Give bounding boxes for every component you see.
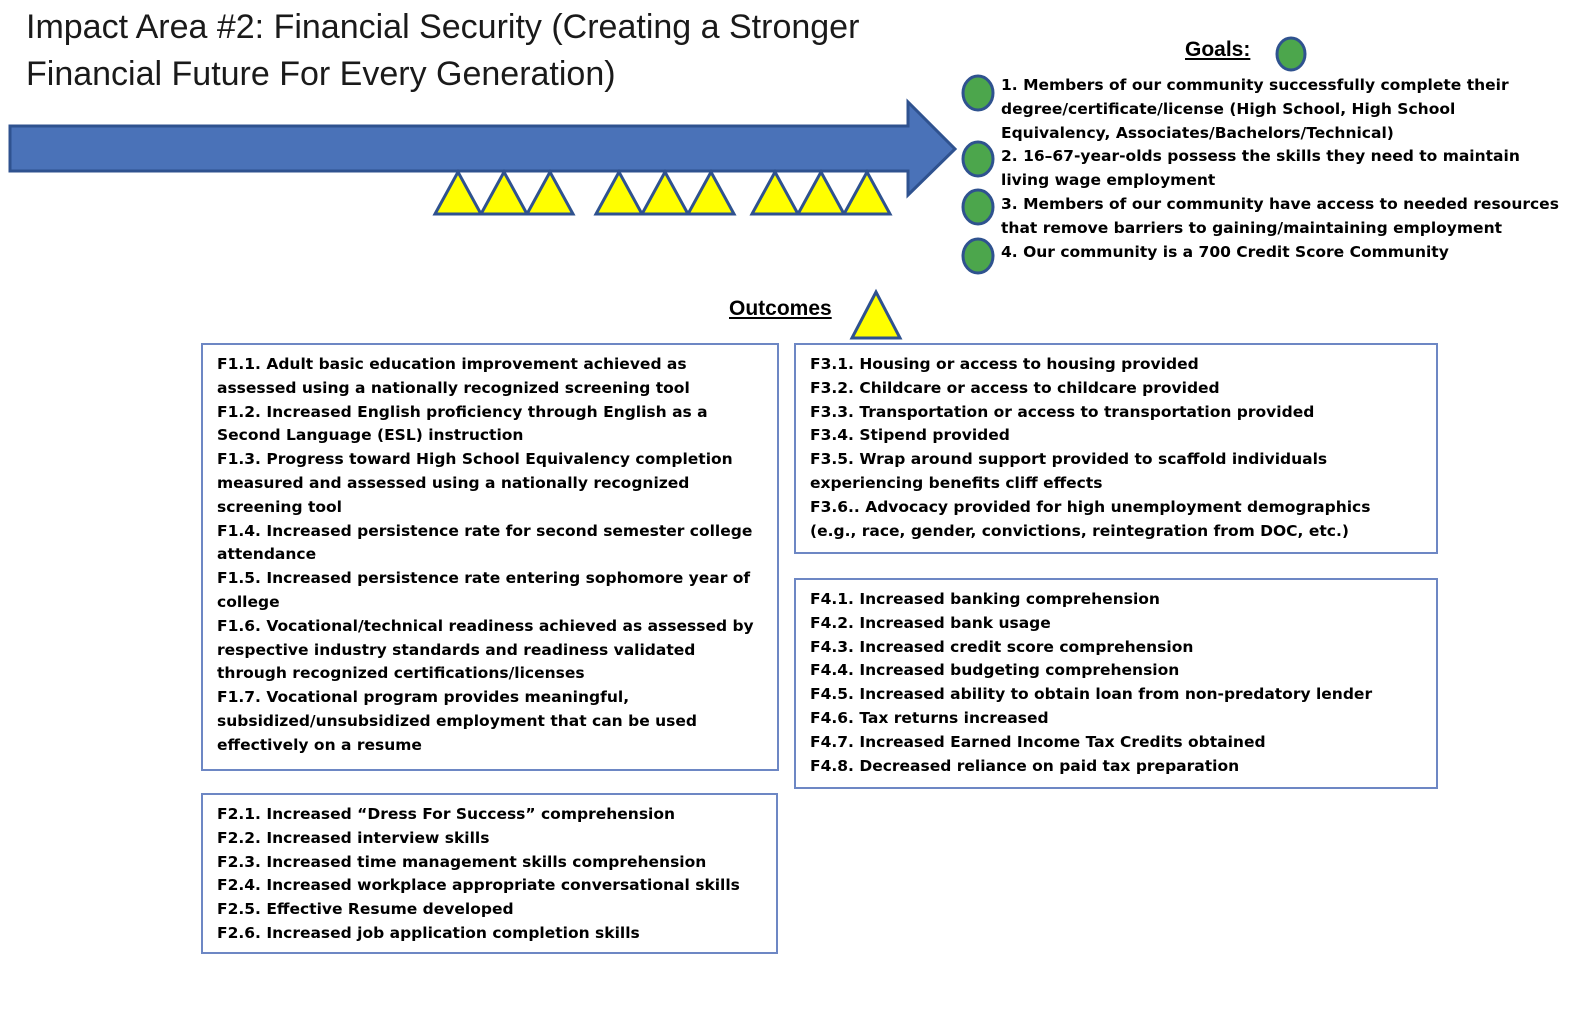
goal-item: 2. 16–67-year-olds possess the skills th…: [1001, 147, 1520, 190]
goal-3-circle-icon: [961, 188, 995, 226]
outcome-item: F1.7. Vocational program provides meanin…: [217, 688, 697, 754]
outcome-item: F4.8. Decreased reliance on paid tax pre…: [810, 756, 1240, 775]
outcome-item: F1.5. Increased persistence rate enterin…: [217, 569, 751, 611]
triangle-group-3: [749, 168, 893, 216]
diagram-title: Impact Area #2: Financial Security (Crea…: [26, 4, 859, 98]
triangle-icon: [639, 168, 691, 216]
goals-circle-icon: [1275, 36, 1307, 72]
title-line-2: Financial Future For Every Generation): [26, 55, 616, 93]
outcome-item: F3.4. Stipend provided: [810, 426, 1010, 445]
outcome-item: F1.3. Progress toward High School Equiva…: [217, 450, 733, 516]
outcome-item: F4.4. Increased budgeting comprehension: [810, 661, 1180, 680]
outcome-item: F2.2. Increased interview skills: [217, 828, 490, 847]
outcome-item: F2.4. Increased workplace appropriate co…: [217, 876, 740, 895]
outcome-item: F3.5. Wrap around support provided to sc…: [810, 450, 1328, 492]
outcome-item: F3.1. Housing or access to housing provi…: [810, 355, 1199, 373]
goal-4-circle-icon: [961, 237, 995, 275]
progress-arrow: [8, 98, 958, 199]
outcome-item: F4.7. Increased Earned Income Tax Credit…: [810, 732, 1266, 751]
triangle-icon: [593, 168, 645, 216]
triangle-icon: [749, 168, 801, 216]
outcomes-box-f1: F1.1. Adult basic education improvement …: [201, 343, 779, 771]
outcome-item: F1.1. Adult basic education improvement …: [217, 355, 690, 397]
goals-heading: Goals:: [1185, 38, 1251, 61]
triangle-icon: [524, 168, 576, 216]
outcomes-box-f2: F2.1. Increased “Dress For Success” comp…: [201, 793, 778, 954]
triangle-icon: [795, 168, 847, 216]
outcome-item: F2.6. Increased job application completi…: [217, 923, 640, 942]
triangle-group-2: [593, 168, 737, 216]
goal-1-circle-icon: [961, 74, 995, 112]
outcome-item: F2.3. Increased time management skills c…: [217, 852, 707, 871]
outcome-item: F3.3. Transportation or access to transp…: [810, 402, 1315, 421]
outcome-item: F1.2. Increased English proficiency thro…: [217, 402, 708, 445]
outcome-item: F4.2. Increased bank usage: [810, 613, 1051, 632]
outcomes-heading: Outcomes: [729, 297, 832, 320]
outcome-item: F4.1. Increased banking comprehension: [810, 590, 1160, 608]
goal-item: 4. Our community is a 700 Credit Score C…: [1001, 242, 1449, 261]
title-line-1: Impact Area #2: Financial Security (Crea…: [26, 8, 860, 46]
triangle-icon: [432, 168, 484, 216]
triangle-icon: [478, 168, 530, 216]
triangle-group-1: [432, 168, 576, 216]
outcome-item: F3.6.. Advocacy provided for high unempl…: [810, 497, 1371, 540]
outcomes-box-f4: F4.1. Increased banking comprehension F4…: [794, 578, 1438, 789]
outcome-item: F2.5. Effective Resume developed: [217, 900, 514, 919]
outcome-item: F1.4. Increased persistence rate for sec…: [217, 521, 753, 564]
outcome-item: F1.6. Vocational/technical readiness ach…: [217, 616, 754, 683]
outcome-item: F2.1. Increased “Dress For Success” comp…: [217, 805, 676, 823]
outcomes-triangle-icon: [849, 288, 903, 340]
outcome-item: F3.2. Childcare or access to childcare p…: [810, 378, 1220, 397]
outcome-item: F4.5. Increased ability to obtain loan f…: [810, 685, 1373, 704]
goal-item: 3. Members of our community have access …: [1001, 194, 1559, 237]
triangle-icon: [841, 168, 893, 216]
goal-2-circle-icon: [961, 140, 995, 178]
triangle-icon: [685, 168, 737, 216]
goals-list: 1. Members of our community successfully…: [1001, 74, 1561, 264]
outcome-item: F4.6. Tax returns increased: [810, 708, 1049, 727]
outcomes-box-f3: F3.1. Housing or access to housing provi…: [794, 343, 1438, 554]
goal-item: 1. Members of our community successfully…: [1001, 76, 1509, 142]
outcome-item: F4.3. Increased credit score comprehensi…: [810, 637, 1194, 656]
